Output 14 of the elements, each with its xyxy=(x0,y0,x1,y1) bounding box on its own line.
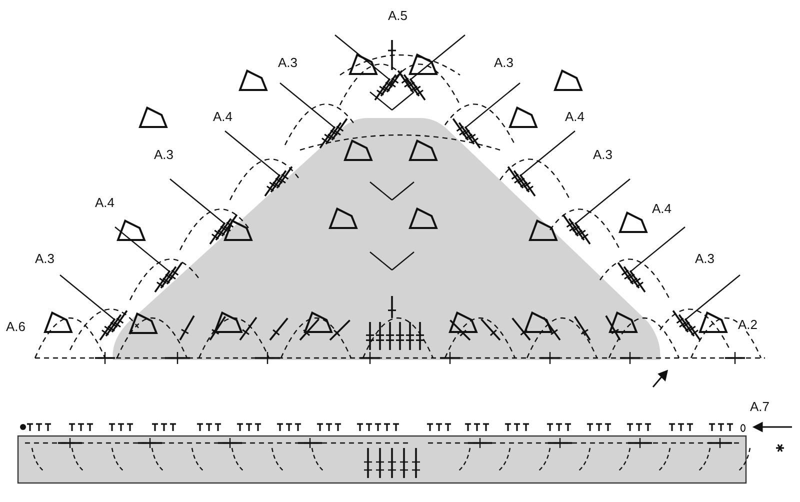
chart-label: A.3 xyxy=(695,252,715,265)
chart-label: A.3 xyxy=(35,252,55,265)
chart-label: A.3 xyxy=(154,148,174,161)
chart-label: A.3 xyxy=(593,148,613,161)
chart-label: A.6 xyxy=(6,320,26,333)
chart-label: A.4 xyxy=(95,196,115,209)
chart-label: A.5 xyxy=(388,9,408,22)
chart-label: A.4 xyxy=(652,202,672,215)
chart-label: A.2 xyxy=(738,318,758,331)
chart-label: A.4 xyxy=(565,110,585,123)
chart-label: A.7 xyxy=(750,400,770,413)
chart-label: A.4 xyxy=(213,110,233,123)
chart-label: A.3 xyxy=(278,56,298,69)
chart-label: A.3 xyxy=(494,56,514,69)
